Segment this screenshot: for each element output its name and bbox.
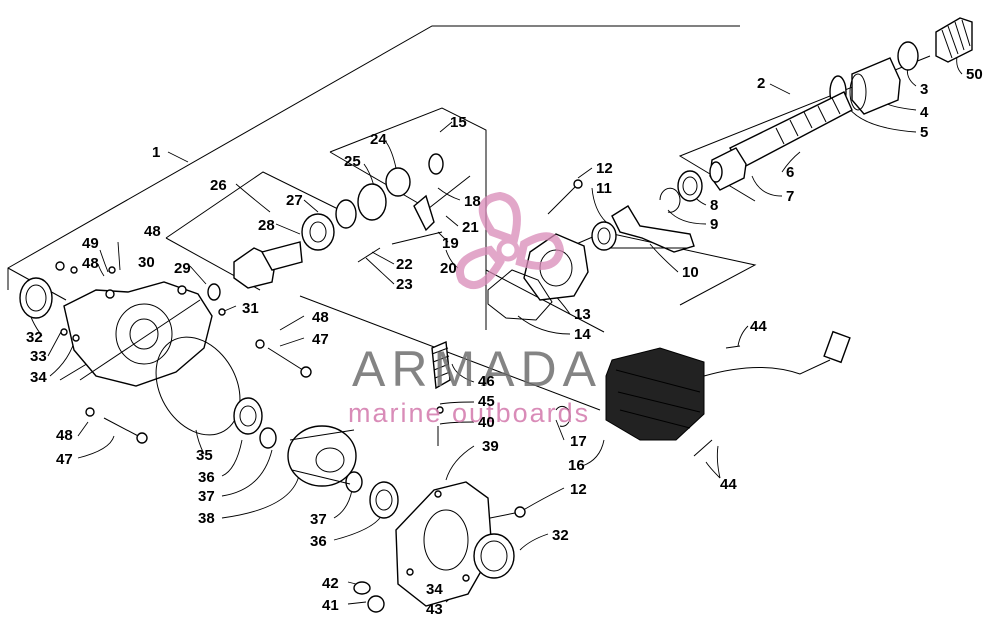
callout-12a: 12 xyxy=(596,160,613,177)
callout-35: 35 xyxy=(196,447,213,464)
callout-47a: 47 xyxy=(312,331,329,348)
callout-49: 49 xyxy=(82,235,99,252)
part-clip-17 xyxy=(555,405,571,427)
part-upper-shaft-parts-15-21 xyxy=(357,153,471,263)
callout-29: 29 xyxy=(174,260,191,277)
watermark-tagline-text: marine outboards xyxy=(348,398,590,428)
callout-17: 17 xyxy=(570,433,587,450)
part-gears-27-28-29 xyxy=(207,199,357,316)
callout-48c: 48 xyxy=(312,309,329,326)
part-screw-12 xyxy=(479,179,583,521)
callout-36b: 36 xyxy=(310,533,327,550)
callout-14: 14 xyxy=(574,326,591,343)
part-o-ring-35 xyxy=(155,336,241,436)
callout-21: 21 xyxy=(462,219,479,236)
watermark-brand-text: ARMADA xyxy=(352,341,602,397)
callout-1: 1 xyxy=(152,144,160,161)
callout-45: 45 xyxy=(478,393,495,410)
callout-34a: 34 xyxy=(30,369,47,386)
callout-34b: 34 xyxy=(426,581,443,598)
callout-36a: 36 xyxy=(198,469,215,486)
part-plugs-41-42-43 xyxy=(353,574,470,613)
callout-2: 2 xyxy=(757,75,765,92)
callout-26: 26 xyxy=(210,177,227,194)
callout-24: 24 xyxy=(370,131,387,148)
callout-13: 13 xyxy=(574,306,591,323)
callout-33: 33 xyxy=(30,348,47,365)
callout-39: 39 xyxy=(482,438,499,455)
callout-22: 22 xyxy=(396,256,413,273)
callout-48b: 48 xyxy=(82,255,99,272)
part-bolts-47 xyxy=(103,347,312,444)
part-snap-ring-9 xyxy=(659,187,681,213)
callout-5: 5 xyxy=(920,124,928,141)
callout-11: 11 xyxy=(596,180,612,197)
part-seal-32-left xyxy=(19,277,53,319)
part-bearings-36-37 xyxy=(233,397,399,519)
callout-19: 19 xyxy=(442,235,459,252)
callout-7: 7 xyxy=(786,188,794,205)
part-input-shaft-6 xyxy=(729,91,853,169)
callout-20: 20 xyxy=(440,260,457,277)
part-bracket-10 xyxy=(600,205,695,253)
callout-48d: 48 xyxy=(56,427,73,444)
callout-43: 43 xyxy=(426,601,443,618)
callout-4: 4 xyxy=(920,104,929,121)
callout-8: 8 xyxy=(710,197,718,214)
callout-23: 23 xyxy=(396,276,413,293)
callout-28: 28 xyxy=(258,217,275,234)
callout-44b: 44 xyxy=(720,476,737,493)
callout-37a: 37 xyxy=(198,488,215,505)
callout-38: 38 xyxy=(198,510,215,527)
callout-12b: 12 xyxy=(570,481,587,498)
part-seal-32-right xyxy=(473,533,515,579)
callout-18: 18 xyxy=(464,193,481,210)
callout-40: 40 xyxy=(478,414,495,431)
part-main-housing-30 xyxy=(63,281,213,387)
callout-25: 25 xyxy=(344,153,361,170)
callout-44a: 44 xyxy=(750,318,767,335)
callout-32b: 32 xyxy=(552,527,569,544)
part-small-bits-33-34-48-49 xyxy=(55,261,265,417)
part-actuator-16 xyxy=(605,330,851,457)
callout-47b: 47 xyxy=(56,451,73,468)
part-bearing-seals-3-4-5 xyxy=(829,41,919,115)
callout-41: 41 xyxy=(322,597,339,614)
callout-15: 15 xyxy=(450,114,467,131)
callout-46: 46 xyxy=(478,373,495,390)
callout-32a: 32 xyxy=(26,329,43,346)
part-bearing-8 xyxy=(677,170,703,202)
watermark-logo-icon xyxy=(456,191,565,289)
callout-6: 6 xyxy=(786,164,794,181)
callout-48a: 48 xyxy=(144,223,161,240)
callout-3: 3 xyxy=(920,81,928,98)
part-gear-7 xyxy=(709,147,747,191)
part-bearing-11 xyxy=(591,221,617,251)
callout-10: 10 xyxy=(682,264,699,281)
callout-30: 30 xyxy=(138,254,155,271)
callout-37b: 37 xyxy=(310,511,327,528)
part-vent-46-45-40 xyxy=(431,340,451,446)
part-ring-gear-38 xyxy=(287,425,357,487)
part-boot-50 xyxy=(935,17,973,63)
callout-31: 31 xyxy=(242,300,259,317)
callout-labels: 1 2 3 4 5 6 7 8 9 10 11 12 12 13 14 15 1… xyxy=(26,66,983,618)
callout-16: 16 xyxy=(568,457,585,474)
callout-9: 9 xyxy=(710,216,718,233)
part-gasket-14 xyxy=(487,269,553,321)
callout-50: 50 xyxy=(966,66,983,83)
callout-27: 27 xyxy=(286,192,303,209)
callout-42: 42 xyxy=(322,575,339,592)
assembly-outline-lines xyxy=(7,25,931,411)
